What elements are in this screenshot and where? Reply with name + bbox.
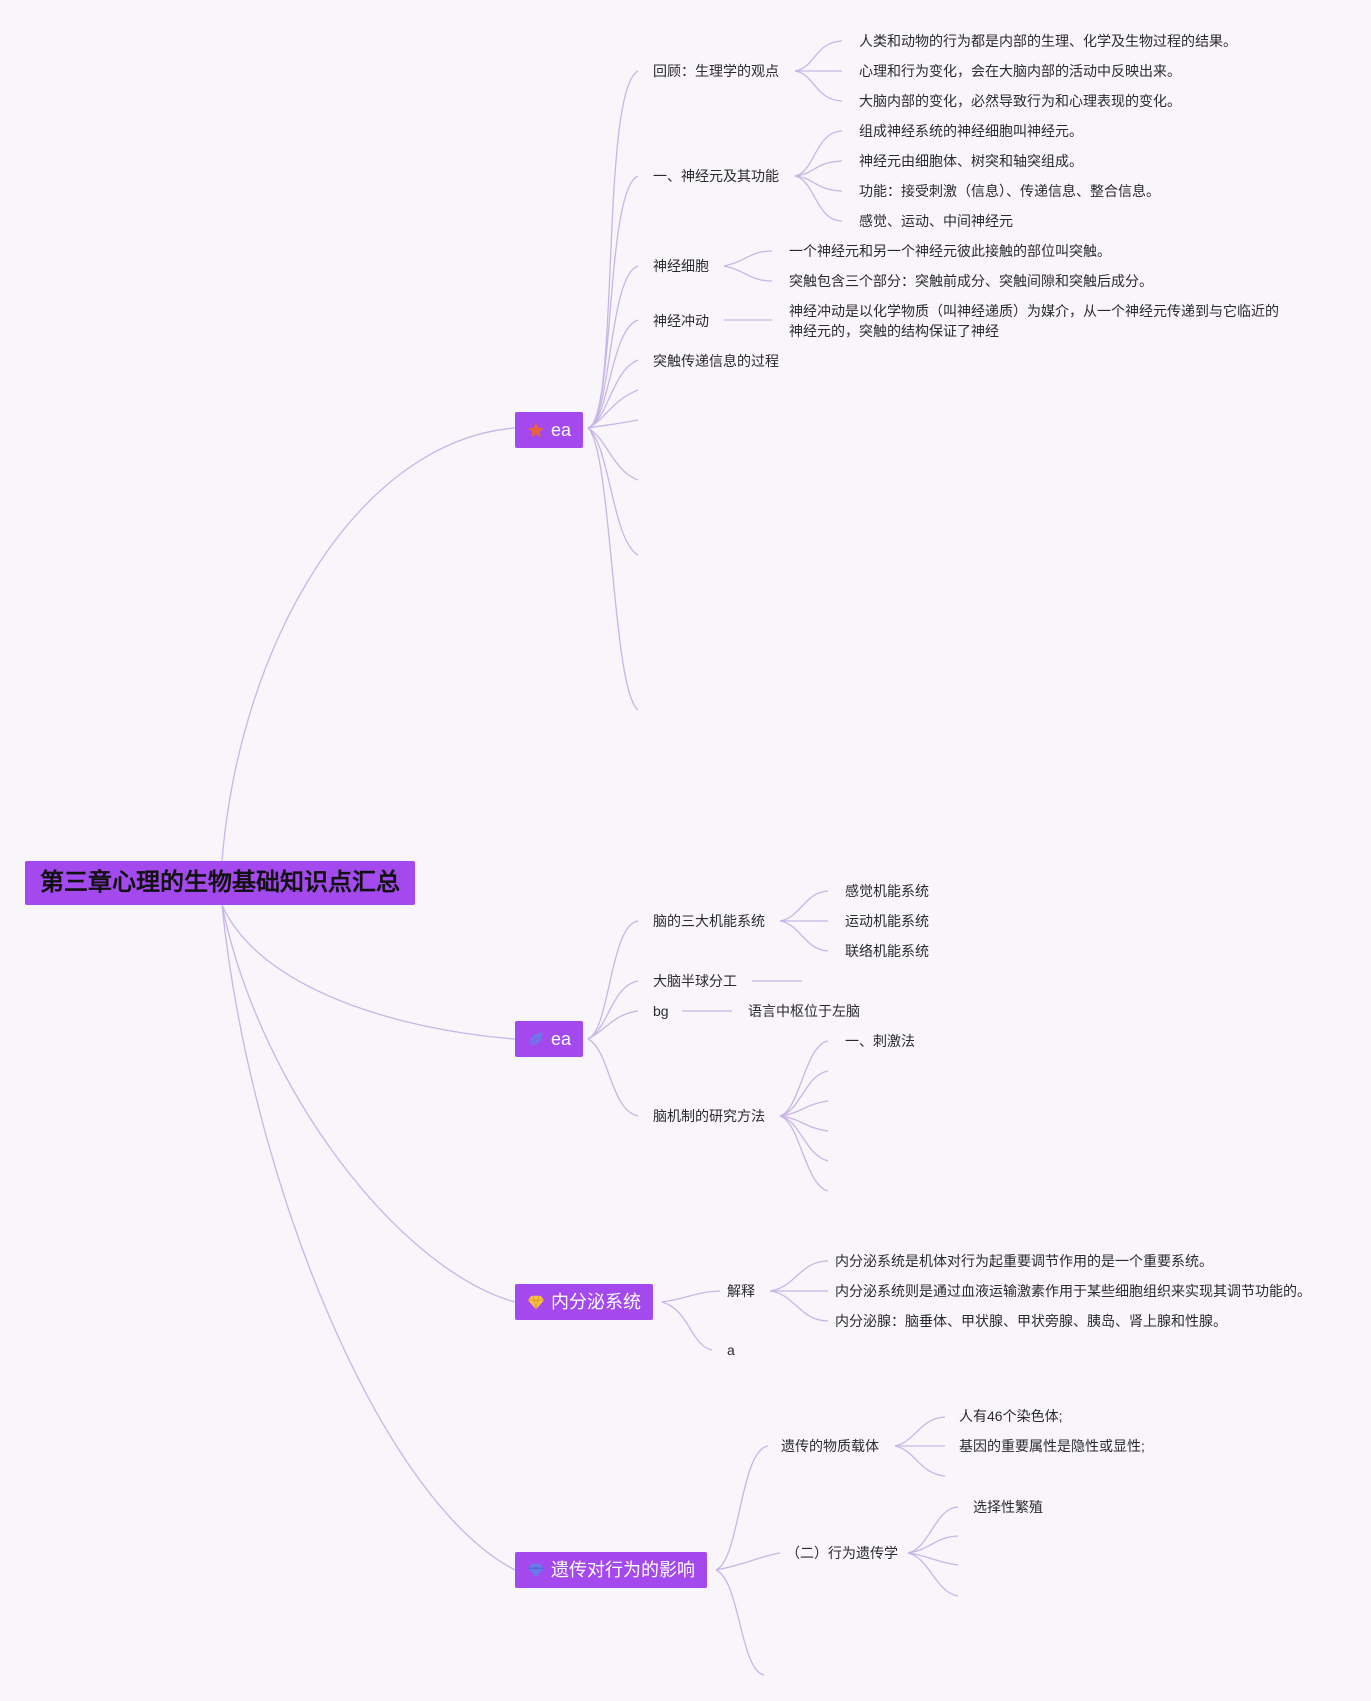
nerve-cell-child-2[interactable]: 突触包含三个部分：突触前成分、突触间隙和突触后成分。 bbox=[789, 273, 1153, 289]
review-child-3[interactable]: 大脑内部的变化，必然导致行为和心理表现的变化。 bbox=[859, 93, 1181, 109]
connector-neuron-1 bbox=[794, 130, 843, 177]
behavior-genetics-child-1[interactable]: 选择性繁殖 bbox=[973, 1499, 1043, 1515]
connector-behavior-2 bbox=[907, 1535, 959, 1554]
connector-neuron-4 bbox=[794, 175, 843, 222]
branch-ea-2[interactable]: ea bbox=[515, 1021, 584, 1057]
systems-child-2[interactable]: 运动机能系统 bbox=[845, 913, 929, 929]
neuron-child-1[interactable]: 组成神经系统的神经细胞叫神经元。 bbox=[859, 123, 1083, 139]
impulse-node[interactable]: 神经冲动 bbox=[653, 313, 709, 329]
review-node[interactable]: 回顾：生理学的观点 bbox=[653, 63, 779, 79]
systems-child-1[interactable]: 感觉机能系统 bbox=[845, 883, 929, 899]
connector-b1-empty3 bbox=[587, 427, 639, 481]
methods-child-1[interactable]: 一、刺激法 bbox=[845, 1033, 915, 1049]
connector-root-branch3 bbox=[221, 904, 516, 1303]
branch-ea-1-label: ea bbox=[551, 420, 572, 440]
branch-ea-1[interactable]: ea bbox=[515, 412, 584, 448]
connector-explain-3 bbox=[769, 1290, 829, 1322]
branch-endocrine[interactable]: 内分泌系统 bbox=[515, 1284, 653, 1320]
systems-node[interactable]: 脑的三大机能系统 bbox=[653, 913, 765, 929]
branch-heredity-label: 遗传对行为的影响 bbox=[551, 1560, 695, 1580]
connector-carrier-3 bbox=[894, 1445, 946, 1477]
connector-b1-empty4 bbox=[587, 427, 639, 556]
neuron-child-2[interactable]: 神经元由细胞体、树突和轴突组成。 bbox=[859, 153, 1083, 169]
methods-node[interactable]: 脑机制的研究方法 bbox=[653, 1108, 765, 1124]
connector-b4-empty bbox=[715, 1569, 765, 1676]
gem-icon bbox=[527, 1563, 545, 1578]
connector-nervecell-2 bbox=[723, 265, 773, 282]
explain-child-2[interactable]: 内分泌系统则是通过血液运输激素作用于某些细胞组织来实现其调节功能的。 bbox=[835, 1283, 1311, 1299]
connector-b1-empty1 bbox=[587, 389, 639, 429]
leaf-icon bbox=[529, 1032, 543, 1046]
carrier-node[interactable]: 遗传的物质载体 bbox=[781, 1438, 879, 1454]
connector-b1-impulse bbox=[587, 319, 639, 429]
connector-methods-6 bbox=[779, 1115, 829, 1192]
branch-ea-2-label: ea bbox=[551, 1029, 572, 1049]
bg-node[interactable]: bg bbox=[653, 1003, 669, 1019]
connector-b1-neuron bbox=[587, 175, 639, 429]
nerve-cell-node[interactable]: 神经细胞 bbox=[653, 258, 709, 274]
connector-b4-behavior bbox=[715, 1552, 781, 1571]
connector-b2-methods bbox=[587, 1038, 639, 1117]
branch-heredity[interactable]: 遗传对行为的影响 bbox=[515, 1552, 707, 1588]
connector-behavior-3 bbox=[907, 1552, 959, 1566]
review-child-2[interactable]: 心理和行为变化，会在大脑内部的活动中反映出来。 bbox=[859, 63, 1181, 79]
connector-review-3 bbox=[794, 70, 843, 102]
connector-b1-empty2 bbox=[587, 419, 639, 429]
neuron-node[interactable]: 一、神经元及其功能 bbox=[653, 168, 779, 184]
explain-child-3[interactable]: 内分泌腺：脑垂体、甲状腺、甲状旁腺、胰岛、肾上腺和性腺。 bbox=[835, 1313, 1227, 1329]
connector-b1-nervecell bbox=[587, 265, 639, 429]
connector-neuron-3 bbox=[794, 175, 843, 192]
connector-neuron-2 bbox=[794, 160, 843, 177]
connector-methods-3 bbox=[779, 1100, 829, 1117]
connector-explain-1 bbox=[769, 1260, 829, 1292]
connector-behavior-4 bbox=[907, 1552, 959, 1597]
connector-review-1 bbox=[794, 40, 843, 72]
connector-b3-explain bbox=[661, 1290, 721, 1303]
root-node[interactable]: 第三章心理的生物基础知识点汇总 bbox=[25, 861, 415, 905]
connector-methods-1 bbox=[779, 1040, 829, 1117]
connector-methods-5 bbox=[779, 1115, 829, 1162]
carrier-child-2[interactable]: 基因的重要属性是隐性或显性; bbox=[959, 1438, 1145, 1454]
connector-root-branch4 bbox=[221, 904, 516, 1571]
connector-root-branch2 bbox=[221, 904, 516, 1040]
connector-b1-review bbox=[587, 70, 639, 429]
bg-child[interactable]: 语言中枢位于左脑 bbox=[748, 1003, 860, 1019]
connector-b4-carrier bbox=[715, 1445, 769, 1571]
connector-root-branch1 bbox=[221, 427, 516, 862]
connector-b2-systems bbox=[587, 920, 639, 1040]
connector-behavior-1 bbox=[907, 1506, 959, 1554]
connector-b1-empty5 bbox=[587, 427, 639, 711]
connector-b3-a bbox=[661, 1301, 713, 1351]
systems-child-3[interactable]: 联络机能系统 bbox=[845, 943, 929, 959]
diamond-icon bbox=[527, 1295, 545, 1310]
connector-methods-2 bbox=[779, 1070, 829, 1117]
review-child-1[interactable]: 人类和动物的行为都是内部的生理、化学及生物过程的结果。 bbox=[859, 33, 1237, 49]
neuron-child-3[interactable]: 功能：接受刺激（信息）、传递信息、整合信息。 bbox=[859, 183, 1160, 199]
connector-nervecell-1 bbox=[723, 250, 773, 267]
nerve-cell-child-1[interactable]: 一个神经元和另一个神经元彼此接触的部位叫突触。 bbox=[789, 243, 1111, 259]
connector-methods-4 bbox=[779, 1115, 829, 1132]
hemisphere-node[interactable]: 大脑半球分工 bbox=[653, 973, 737, 989]
connector-b2-bg bbox=[587, 1010, 639, 1040]
connector-systems-3 bbox=[779, 920, 829, 952]
explain-child-1[interactable]: 内分泌系统是机体对行为起重要调节作用的是一个重要系统。 bbox=[835, 1253, 1213, 1269]
connector-carrier-1 bbox=[894, 1416, 946, 1447]
carrier-child-1[interactable]: 人有46个染色体; bbox=[959, 1408, 1063, 1424]
impulse-child[interactable]: 神经冲动是以化学物质（叫神经递质）为媒介，从一个神经元传递到与它临近的神经元的，… bbox=[789, 303, 1279, 339]
behavior-genetics-node[interactable]: （二）行为遗传学 bbox=[786, 1545, 898, 1561]
branch-endocrine-label: 内分泌系统 bbox=[551, 1292, 641, 1312]
a-node[interactable]: a bbox=[727, 1342, 735, 1358]
explain-node[interactable]: 解释 bbox=[727, 1283, 755, 1299]
synapse-process-node[interactable]: 突触传递信息的过程 bbox=[653, 353, 779, 369]
connector-systems-1 bbox=[779, 890, 829, 922]
neuron-child-4[interactable]: 感觉、运动、中间神经元 bbox=[859, 213, 1013, 229]
star-icon bbox=[528, 422, 544, 438]
